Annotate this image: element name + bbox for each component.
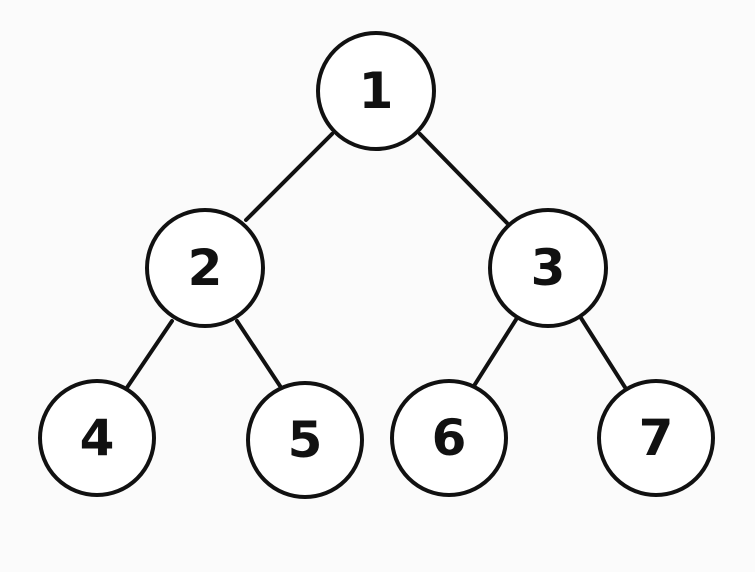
node-label-4: 4 xyxy=(80,409,115,467)
node-circle-4 xyxy=(38,379,156,497)
node-circle-7 xyxy=(597,379,715,497)
edge-3-7 xyxy=(579,316,630,394)
node-label-5: 5 xyxy=(288,411,323,469)
node-label-3: 3 xyxy=(531,239,566,297)
edge-1-3 xyxy=(418,132,509,225)
node-label-1: 1 xyxy=(359,62,394,120)
node-circle-1 xyxy=(316,31,436,151)
tree-node-4: 4 xyxy=(38,379,156,497)
edge-2-4 xyxy=(122,319,174,394)
tree-node-3: 3 xyxy=(488,208,608,328)
edges-layer xyxy=(122,132,630,394)
node-circle-5 xyxy=(246,381,364,499)
node-circle-6 xyxy=(390,379,508,497)
tree-node-5: 5 xyxy=(246,381,364,499)
tree-node-2: 2 xyxy=(145,208,265,328)
node-circle-2 xyxy=(145,208,265,328)
tree-node-1: 1 xyxy=(316,31,436,151)
nodes-layer: 1 2 3 4 5 6 7 xyxy=(38,31,715,499)
tree-node-6: 6 xyxy=(390,379,508,497)
edge-3-6 xyxy=(470,316,519,391)
node-label-6: 6 xyxy=(432,409,467,467)
tree-node-7: 7 xyxy=(597,379,715,497)
edge-2-5 xyxy=(235,319,286,394)
node-label-7: 7 xyxy=(639,409,674,467)
edge-1-2 xyxy=(244,132,334,222)
node-label-2: 2 xyxy=(188,239,223,297)
node-circle-3 xyxy=(488,208,608,328)
